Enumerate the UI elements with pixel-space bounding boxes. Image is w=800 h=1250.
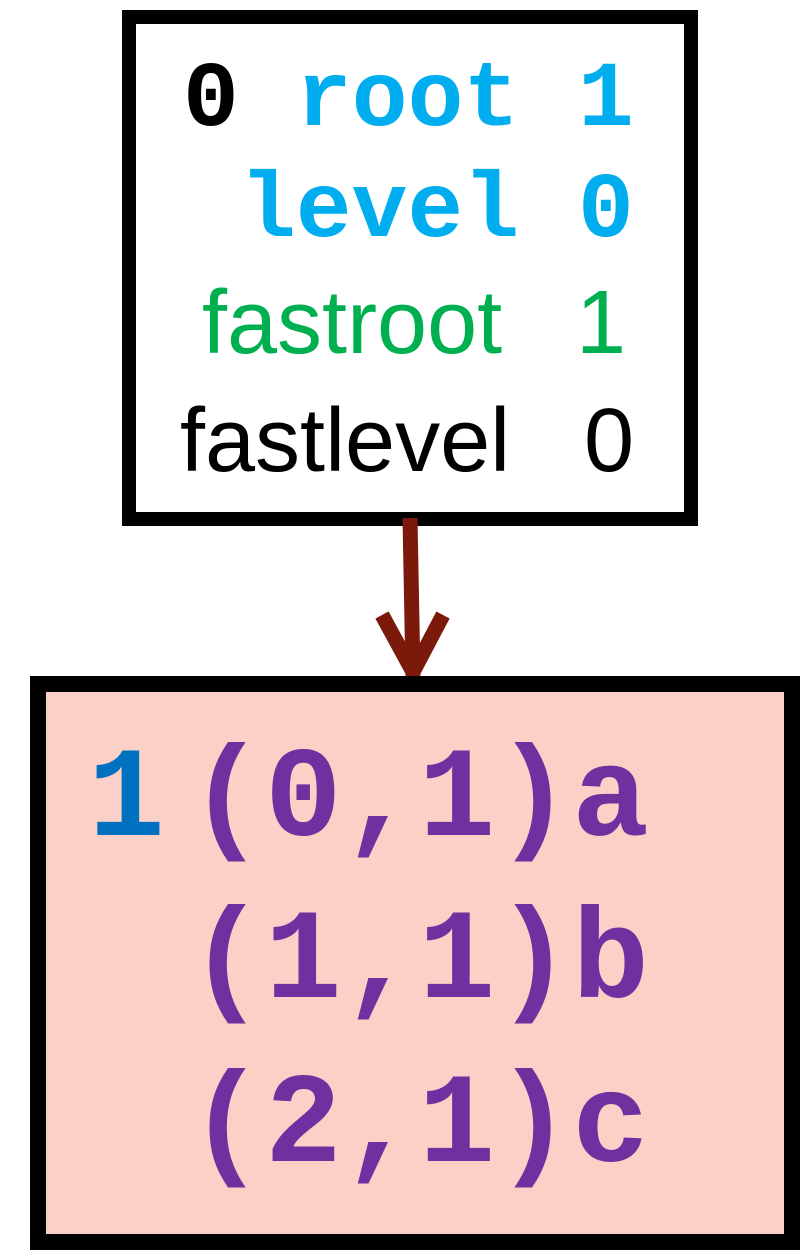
- level-label: level: [240, 159, 520, 264]
- top-node-index: 0: [183, 48, 239, 153]
- fastroot-value: 1: [576, 273, 627, 373]
- bottom-node-index: 1: [88, 729, 165, 874]
- entry: (2,1)c: [188, 1055, 649, 1200]
- entry: (0,1)a: [188, 729, 649, 874]
- entry: (1,1)b: [188, 891, 649, 1036]
- level-value: 0: [578, 159, 634, 264]
- top-node: [122, 10, 698, 526]
- bottom-node: [30, 676, 800, 1250]
- fastlevel-value: 0: [584, 391, 635, 491]
- root-label: root: [296, 48, 520, 153]
- fastroot-label: fastroot: [202, 273, 503, 373]
- root-value: 1: [578, 48, 634, 153]
- fastlevel-label: fastlevel: [180, 391, 511, 491]
